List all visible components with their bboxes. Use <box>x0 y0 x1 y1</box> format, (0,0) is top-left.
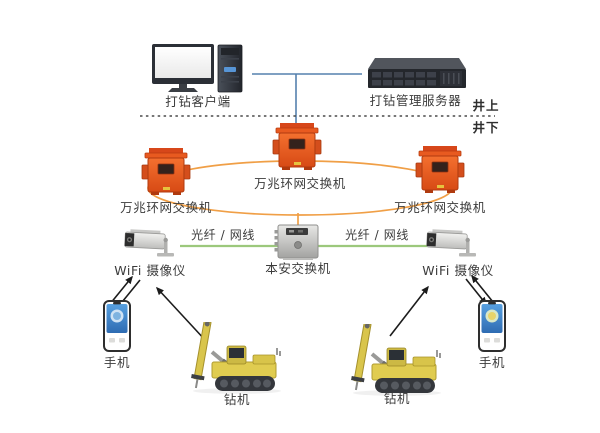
safe-switch-label: 本安交换机 <box>265 261 331 276</box>
ring-switch-right-icon <box>415 146 465 193</box>
ring-switch-left-icon <box>141 148 191 195</box>
surface-above-label: 井上 <box>472 98 500 113</box>
server-label: 打钻管理服务器 <box>369 93 462 108</box>
drill-left-label: 钻机 <box>223 392 251 407</box>
ring-switch-center-icon <box>272 123 322 170</box>
fiber-label-left: 光纤 / 网线 <box>191 228 255 242</box>
switch-center-label: 万兆环网交换机 <box>254 176 346 191</box>
switch-right-label: 万兆环网交换机 <box>394 200 486 215</box>
wifi-camera-right-icon <box>426 229 476 257</box>
switch-left-label: 万兆环网交换机 <box>120 200 212 215</box>
drill-rig-right-icon <box>351 324 441 396</box>
wireless-arrow-phone-to-camera-right <box>471 274 494 303</box>
wireless-arrow-phone-to-camera-left <box>109 275 133 305</box>
smartphone-left-icon <box>103 300 131 352</box>
wireless-arrow-drill-to-camera-right <box>389 285 429 337</box>
client-label: 打钻客户端 <box>165 94 231 109</box>
wifi-camera-left-icon <box>124 229 174 257</box>
camera-left-label: WiFi 摄像仪 <box>114 263 186 278</box>
drill-right-label: 钻机 <box>383 391 411 406</box>
surface-below-label: 井下 <box>472 120 500 135</box>
phone-left-label: 手机 <box>103 355 131 370</box>
drill-rig-left-icon <box>191 322 281 394</box>
fiber-label-right: 光纤 / 网线 <box>345 228 409 242</box>
wireless-arrow-camera-to-phone-right <box>465 278 487 306</box>
camera-right-label: WiFi 摄像仪 <box>422 263 494 278</box>
phone-right-label: 手机 <box>478 355 506 370</box>
rack-server-icon <box>368 58 466 88</box>
wireless-arrow-drill-to-camera-left <box>155 286 207 342</box>
desktop-computer-icon <box>152 44 243 93</box>
safe-switch-icon <box>274 224 319 260</box>
smartphone-right-icon <box>478 300 506 352</box>
